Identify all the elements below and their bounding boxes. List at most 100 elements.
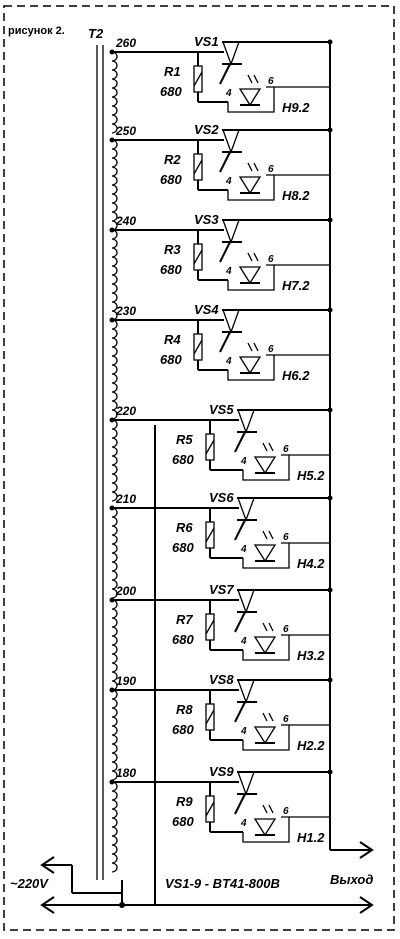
gate-lead	[219, 151, 231, 173]
tap-dot	[109, 49, 115, 55]
pin-6-label: 6	[268, 164, 274, 175]
opto-triac-icon	[253, 636, 277, 655]
device-note: VS1-9 - BT41-800B	[165, 876, 280, 891]
opto-label: H9.2	[282, 100, 310, 115]
triac-icon	[222, 129, 240, 154]
output-junction-dot	[327, 495, 333, 501]
triac-icon	[237, 497, 255, 522]
resistor-hatch	[193, 249, 203, 265]
pin-4-label: 4	[240, 818, 247, 829]
pin-4-label: 4	[240, 636, 247, 647]
opto-label: H6.2	[282, 368, 310, 383]
gate-lead	[219, 63, 231, 85]
gate-lead	[234, 701, 246, 723]
resistor-hatch	[193, 339, 203, 355]
output-junction-dot	[327, 39, 333, 45]
light-arrows-icon	[262, 442, 274, 452]
winding-coil	[111, 319, 118, 420]
opto-label: H7.2	[282, 278, 310, 293]
opto-label: H4.2	[297, 556, 325, 571]
transformer-winding	[111, 51, 118, 873]
opto-label: H5.2	[297, 468, 325, 483]
input-arrow-icon	[40, 856, 55, 874]
tap-dot	[109, 227, 115, 233]
pin-4-label: 4	[225, 88, 232, 99]
triac-icon	[222, 309, 240, 334]
tap-label: 180	[116, 766, 136, 780]
opto-loop	[242, 542, 290, 569]
tap-dot	[109, 317, 115, 323]
triac-label: VS6	[209, 490, 234, 505]
resistor-label: R7	[176, 612, 193, 627]
tap-label: 240	[115, 214, 136, 228]
opto-label: H1.2	[297, 830, 325, 845]
triac-label: VS9	[209, 764, 234, 779]
resistor-value: 680	[172, 632, 194, 647]
triac-icon	[222, 219, 240, 244]
triac-label: VS3	[194, 212, 219, 227]
resistor-label: R1	[164, 64, 181, 79]
light-arrows-icon	[262, 712, 274, 722]
opto-label: H3.2	[297, 648, 325, 663]
opto-loop	[242, 816, 290, 843]
resistor-label: R5	[176, 432, 193, 447]
pin-4-label: 4	[240, 726, 247, 737]
output-arrow-icon	[359, 896, 374, 914]
pin-6-label: 6	[268, 76, 274, 87]
pin-6-label: 6	[283, 806, 289, 817]
resistor-label: R9	[176, 794, 193, 809]
light-arrows-icon	[247, 252, 259, 262]
winding-coil	[111, 51, 118, 134]
resistor-value: 680	[160, 352, 182, 367]
output-arrow-icon	[359, 841, 374, 859]
light-arrows-icon	[262, 530, 274, 540]
output-junction-dot	[327, 769, 333, 775]
opto-triac-icon	[238, 266, 262, 285]
opto-triac-icon	[238, 356, 262, 375]
output-junction-dot	[327, 407, 333, 413]
opto-loop	[227, 264, 275, 291]
opto-triac-icon	[238, 88, 262, 107]
gate-lead	[234, 519, 246, 541]
pin-4-label: 4	[240, 456, 247, 467]
resistor-value: 680	[172, 452, 194, 467]
opto-triac-icon	[253, 544, 277, 563]
triac-label: VS5	[209, 402, 234, 417]
resistor-label: R6	[176, 520, 193, 535]
winding-coil	[111, 419, 118, 502]
triac-icon	[237, 409, 255, 434]
opto-loop	[227, 354, 275, 381]
gate-lead	[234, 431, 246, 453]
resistor-label: R4	[164, 332, 181, 347]
resistor-label: R2	[164, 152, 181, 167]
output-label: Выход	[330, 872, 373, 887]
winding-coil	[111, 139, 118, 231]
resistor-hatch	[193, 159, 203, 175]
triac-label: VS8	[209, 672, 234, 687]
pin-4-label: 4	[225, 266, 232, 277]
gate-lead	[219, 331, 231, 353]
pin-6-label: 6	[283, 624, 289, 635]
pin-6-label: 6	[283, 532, 289, 543]
triac-label: VS2	[194, 122, 219, 137]
triac-label: VS7	[209, 582, 234, 597]
resistor-value: 680	[160, 172, 182, 187]
resistor-hatch	[205, 527, 215, 543]
light-arrows-icon	[262, 804, 274, 814]
output-junction-dot	[327, 677, 333, 683]
light-arrows-icon	[247, 342, 259, 352]
opto-label: H8.2	[282, 188, 310, 203]
tap-label: 260	[115, 36, 136, 50]
triac-icon	[237, 771, 255, 796]
pin-6-label: 6	[283, 714, 289, 725]
resistor-label: R3	[164, 242, 181, 257]
tap-label: 190	[116, 674, 136, 688]
